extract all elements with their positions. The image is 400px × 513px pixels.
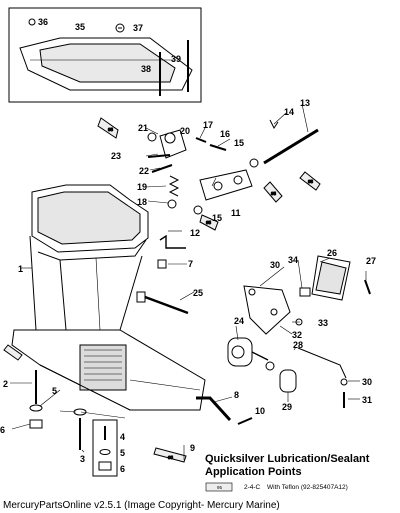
part-26-plate: [311, 255, 351, 301]
part-10-screw: [237, 417, 253, 425]
part-28-oring: [265, 361, 275, 371]
callout-5b: 5: [120, 448, 125, 458]
callout-24: 24: [234, 316, 244, 326]
callout-35: 35: [75, 22, 85, 32]
inset-box: [8, 7, 202, 103]
svg-text:95: 95: [271, 191, 277, 196]
callout-7: 7: [188, 259, 193, 269]
lube-title-line2: Application Points: [205, 466, 302, 478]
part-7-nut: [157, 259, 167, 269]
copyright-footer: MercuryPartsOnline v2.5.1 (Image Copyrig…: [3, 500, 280, 511]
callout-34: 34: [288, 255, 298, 265]
part-23-bolt: [147, 154, 171, 158]
callout-27: 27: [366, 256, 376, 266]
part-28-cable: [297, 347, 347, 379]
callout-33: 33: [318, 318, 328, 328]
callout-26: 26: [327, 248, 337, 258]
part-19-spring: [168, 175, 180, 197]
lube-tube-marker: [3, 117, 321, 463]
callout-21: 21: [138, 123, 148, 133]
callout-32: 32: [292, 330, 302, 340]
callout-19: 19: [137, 182, 147, 192]
callout-2: 2: [3, 379, 8, 389]
part-15-washer-a: [249, 158, 259, 168]
part-25-bolt: [136, 291, 189, 315]
callout-29: 29: [282, 402, 292, 412]
callout-10: 10: [255, 406, 265, 416]
callout-8: 8: [234, 390, 239, 400]
callout-15b: 15: [212, 213, 222, 223]
callout-28: 28: [293, 340, 303, 350]
part-14-clip: [269, 119, 279, 129]
callout-5: 5: [52, 386, 57, 396]
part-5-washer-left: [29, 404, 43, 412]
callout-14: 14: [284, 107, 294, 117]
part-1-driveshaft-housing: [11, 184, 206, 411]
callout-22: 22: [139, 166, 149, 176]
callout-9: 9: [190, 443, 195, 453]
part-34-bolt: [299, 287, 311, 297]
callout-36: 36: [38, 17, 48, 27]
lube-title-line1: Quicksilver Lubrication/Sealant: [205, 453, 370, 465]
callout-20: 20: [180, 126, 190, 136]
part-6-nut-left: [29, 419, 43, 429]
part-37-bolt: [115, 23, 125, 33]
lubrication-legend: Quicksilver Lubrication/Sealant Applicat…: [205, 453, 370, 492]
part-12-shift-rod: [159, 234, 186, 249]
callout-38: 38: [141, 64, 151, 74]
lube-tube-tag: 95: [217, 485, 223, 490]
callout-15: 15: [234, 138, 244, 148]
part-15-washer-b: [193, 205, 203, 215]
callout-12: 12: [190, 228, 200, 238]
callout-1: 1: [18, 264, 23, 274]
callout-6: 6: [0, 425, 5, 435]
part-11-shift-lever: [199, 169, 253, 201]
part-29-fitting: [279, 369, 297, 393]
part-30-nut: [340, 378, 348, 386]
callout-39: 39: [171, 54, 181, 64]
lube-item-code: 2-4-C: [244, 484, 261, 491]
svg-text:95: 95: [308, 179, 314, 184]
part-16-pin: [209, 144, 227, 151]
callout-6b: 6: [120, 464, 125, 474]
svg-text:95: 95: [168, 455, 174, 460]
part-8-hose: [196, 396, 232, 422]
callout-25: 25: [193, 288, 203, 298]
part-27-screw: [364, 279, 371, 295]
svg-text:95: 95: [108, 127, 114, 132]
callout-16: 16: [220, 129, 230, 139]
callout-11: 11: [231, 208, 241, 218]
part-17-pin: [195, 137, 207, 143]
part-36-washer: [28, 18, 36, 26]
callout-31: 31: [362, 395, 372, 405]
callout-23: 23: [111, 151, 121, 161]
callout-30: 30: [270, 260, 280, 270]
callout-37: 37: [133, 23, 143, 33]
callout-13: 13: [300, 98, 310, 108]
callout-30b: 30: [362, 377, 372, 387]
part-20-bracket: [147, 129, 187, 159]
part-13-shift-shaft: [263, 128, 319, 165]
part-24-water-pump: [227, 337, 269, 367]
leader-lines: [10, 103, 367, 460]
callout-18: 18: [137, 197, 147, 207]
svg-text:95: 95: [206, 220, 212, 225]
callout-3: 3: [80, 454, 85, 464]
callout-labels: 1 2 3 4 5 5 6 6 7 8 9 10 11 12 13 14 15 …: [0, 17, 376, 474]
lube-item-desc: With Teflon (92-825407A12): [267, 484, 348, 491]
part-22-bolt: [151, 164, 173, 173]
part-32-bracket: [243, 285, 291, 335]
part-18-washer: [167, 199, 177, 209]
callout-17: 17: [203, 120, 213, 130]
callout-4: 4: [120, 432, 125, 442]
